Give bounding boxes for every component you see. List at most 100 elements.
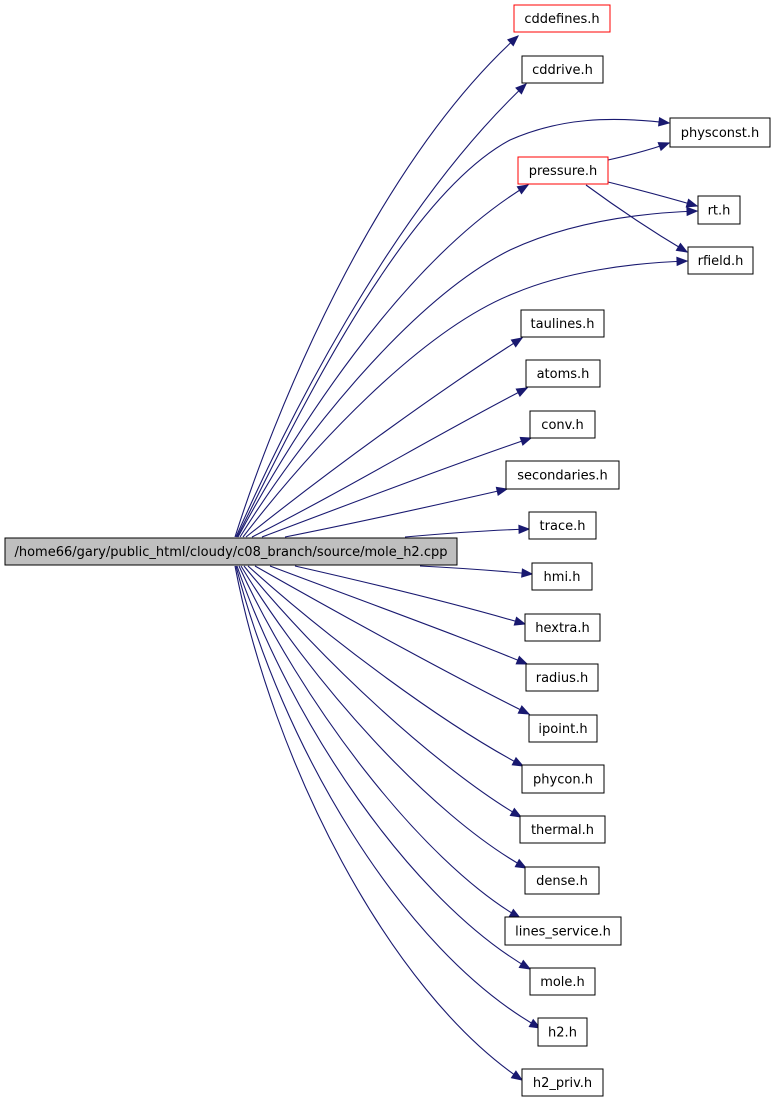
node-box[interactable] bbox=[521, 1068, 604, 1097]
node-box[interactable] bbox=[521, 55, 604, 84]
node-box[interactable] bbox=[687, 246, 754, 275]
node-mole[interactable]: mole.h bbox=[529, 967, 596, 996]
node-box[interactable] bbox=[697, 195, 741, 225]
edge-arrowhead bbox=[685, 198, 699, 208]
edge-pressure-to-rt bbox=[607, 181, 699, 208]
node-box[interactable] bbox=[531, 562, 593, 591]
edge-line bbox=[254, 565, 530, 715]
node-label: secondaries.h bbox=[517, 469, 607, 484]
node-secondaries[interactable]: secondaries.h bbox=[505, 460, 620, 490]
edge-mole_h2-to-hextra bbox=[294, 565, 527, 626]
node-box[interactable] bbox=[524, 866, 600, 895]
edge-line bbox=[237, 184, 529, 538]
edge-mole_h2-to-hmi bbox=[419, 565, 534, 578]
node-radius[interactable]: radius.h bbox=[525, 663, 599, 692]
node-h2-priv[interactable]: h2_priv.h bbox=[521, 1068, 604, 1097]
node-hextra[interactable]: hextra.h bbox=[524, 613, 601, 642]
edge-pressure-to-physconst bbox=[607, 142, 671, 161]
node-trace[interactable]: trace.h bbox=[528, 511, 597, 540]
node-box[interactable] bbox=[520, 309, 605, 338]
edge-mole_h2-to-cddrive bbox=[235, 83, 527, 538]
edge-mole_h2-to-h2_priv bbox=[234, 565, 524, 1081]
edge-mole_h2-to-phycon bbox=[247, 565, 525, 767]
edge-arrowhead bbox=[495, 486, 509, 496]
edge-line bbox=[404, 528, 530, 538]
edge-line bbox=[239, 210, 698, 538]
node-phycon[interactable]: phycon.h bbox=[521, 764, 605, 794]
node-hmi[interactable]: hmi.h bbox=[531, 562, 593, 591]
node-box[interactable] bbox=[524, 613, 601, 642]
node-box[interactable] bbox=[529, 410, 596, 439]
node-taulines[interactable]: taulines.h bbox=[520, 309, 605, 338]
edge-arrowhead bbox=[658, 117, 671, 127]
node-box[interactable] bbox=[537, 1017, 588, 1047]
edge-line bbox=[251, 387, 528, 538]
node-box[interactable] bbox=[517, 156, 609, 185]
node-rt[interactable]: rt.h bbox=[697, 195, 741, 225]
node-box[interactable] bbox=[528, 511, 597, 540]
node-physconst[interactable]: physconst.h bbox=[669, 117, 771, 148]
node-pressure[interactable]: pressure.h bbox=[517, 156, 609, 185]
edge-arrowhead bbox=[509, 807, 523, 818]
node-label: pressure.h bbox=[529, 164, 598, 179]
edge-line bbox=[419, 565, 533, 575]
edge-arrowhead bbox=[511, 756, 525, 767]
edge-arrowhead bbox=[515, 655, 529, 665]
edge-mole_h2-to-conv bbox=[261, 436, 533, 538]
node-dense[interactable]: dense.h bbox=[524, 866, 600, 895]
node-box[interactable] bbox=[519, 815, 606, 844]
node-conv[interactable]: conv.h bbox=[529, 410, 596, 439]
node-lines-service[interactable]: lines_service.h bbox=[504, 916, 622, 946]
node-label: hmi.h bbox=[544, 570, 581, 585]
edge-arrowhead bbox=[686, 206, 699, 217]
edge-line bbox=[284, 488, 508, 538]
node-box[interactable] bbox=[521, 764, 605, 794]
node-label: conv.h bbox=[541, 418, 583, 433]
edge-mole_h2-to-mole bbox=[236, 565, 532, 970]
node-box[interactable] bbox=[525, 663, 599, 692]
edge-pressure-to-rfield bbox=[585, 184, 689, 253]
edge-mole_h2-to-trace bbox=[404, 524, 531, 538]
edge-arrowhead bbox=[516, 184, 530, 195]
node-box[interactable] bbox=[504, 916, 622, 946]
edge-line bbox=[240, 565, 527, 869]
node-thermal[interactable]: thermal.h bbox=[519, 815, 606, 844]
node-atoms[interactable]: atoms.h bbox=[525, 359, 601, 388]
node-label: /home66/gary/public_html/cloudy/c08_bran… bbox=[14, 545, 447, 560]
root-node-mole-h2-cpp[interactable]: /home66/gary/public_html/cloudy/c08_bran… bbox=[4, 537, 458, 566]
node-label: radius.h bbox=[536, 671, 589, 686]
node-box[interactable] bbox=[528, 714, 598, 743]
node-box[interactable] bbox=[505, 460, 620, 490]
edge-mole_h2-to-secondaries bbox=[284, 486, 509, 538]
edge-arrowhead bbox=[521, 568, 534, 578]
node-label: cddefines.h bbox=[524, 12, 599, 27]
edge-arrowhead bbox=[515, 387, 529, 398]
node-cddrive[interactable]: cddrive.h bbox=[521, 55, 604, 84]
node-box[interactable] bbox=[669, 117, 771, 148]
node-cddefines[interactable]: cddefines.h bbox=[513, 4, 611, 33]
edge-line bbox=[243, 565, 522, 818]
edge-line bbox=[236, 118, 670, 538]
node-box[interactable] bbox=[4, 537, 458, 566]
node-label: taulines.h bbox=[531, 317, 595, 332]
edge-mole_h2-to-taulines bbox=[245, 337, 524, 538]
edge-mole_h2-to-pressure bbox=[237, 184, 530, 538]
edge-line bbox=[294, 565, 526, 625]
edge-mole_h2-to-radius bbox=[269, 565, 529, 665]
node-ipoint[interactable]: ipoint.h bbox=[528, 714, 598, 743]
edge-arrowhead bbox=[514, 858, 528, 869]
edge-arrowhead bbox=[528, 1018, 542, 1029]
node-label: h2_priv.h bbox=[533, 1076, 592, 1091]
node-label: physconst.h bbox=[681, 126, 760, 141]
edge-mole_h2-to-cddefines bbox=[234, 35, 519, 538]
node-h2[interactable]: h2.h bbox=[537, 1017, 588, 1047]
edges-layer bbox=[234, 35, 699, 1081]
edge-line bbox=[236, 565, 531, 970]
node-box[interactable] bbox=[513, 4, 611, 33]
edge-arrowhead bbox=[510, 337, 524, 348]
node-box[interactable] bbox=[525, 359, 601, 388]
node-rfield[interactable]: rfield.h bbox=[687, 246, 754, 275]
edge-line bbox=[269, 565, 528, 665]
node-box[interactable] bbox=[529, 967, 596, 996]
